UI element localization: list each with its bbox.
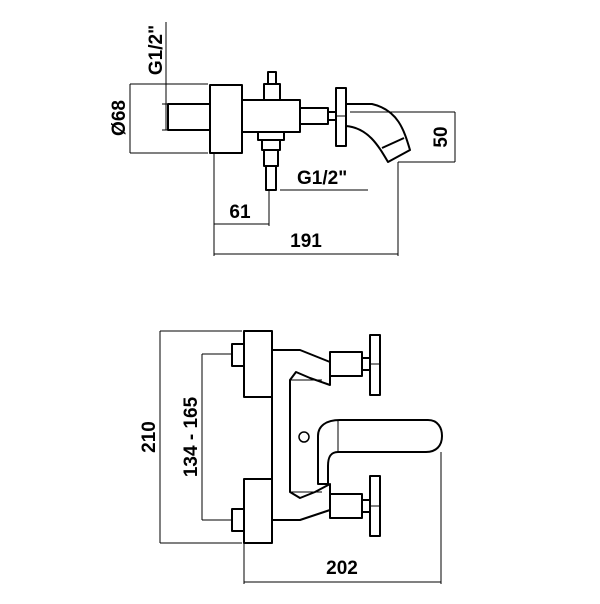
outlet-offset-label: 61: [229, 202, 251, 223]
top-knob: [267, 71, 277, 85]
spout-tip-line: [381, 137, 405, 149]
centre-range-label: 134 - 165: [181, 396, 202, 477]
lower-handle-body: [329, 493, 363, 519]
side-view-geometry: [167, 71, 411, 191]
outlet-pipe: [265, 165, 277, 191]
total-width-label: 202: [326, 558, 358, 579]
upper-inlet-stub: [231, 343, 245, 367]
handle-neck: [299, 107, 329, 125]
upper-cross-handle: [369, 334, 381, 396]
upper-handle-hub: [361, 357, 371, 371]
handle-hub: [327, 111, 337, 121]
lower-wall-body: [243, 478, 273, 544]
side-view-dimensions: [129, 22, 456, 256]
mixer-body: [241, 99, 301, 133]
upper-wall-body: [243, 330, 273, 398]
total-depth-label: 191: [290, 231, 322, 252]
body-diameter-label: Ø68: [109, 100, 130, 136]
top-stem: [263, 83, 281, 101]
front-view-geometry: [231, 330, 443, 544]
inlet-connector: [167, 103, 211, 131]
inlet-thread-label: G1/2": [146, 25, 167, 75]
cross-handle: [335, 87, 347, 147]
spout-height-label: 50: [431, 126, 452, 147]
mounting-hole: [298, 431, 310, 443]
side-view: G1/2" Ø68 50 G1/2" 61 191: [109, 22, 456, 256]
upper-handle-body: [329, 351, 363, 377]
outlet-thread: [263, 149, 279, 167]
front-view-dimensions: [159, 330, 442, 584]
outlet-nut: [261, 139, 281, 151]
outlet-nut-upper: [257, 131, 285, 141]
front-view: 210 134 - 165 202: [139, 330, 443, 584]
wall-body: [209, 84, 243, 154]
lower-handle-hub: [361, 499, 371, 513]
outlet-thread-label: G1/2": [297, 168, 347, 189]
front-spout: [317, 419, 443, 485]
lower-inlet-stub: [231, 508, 245, 532]
spout: [345, 103, 411, 163]
total-height-label: 210: [139, 421, 160, 453]
